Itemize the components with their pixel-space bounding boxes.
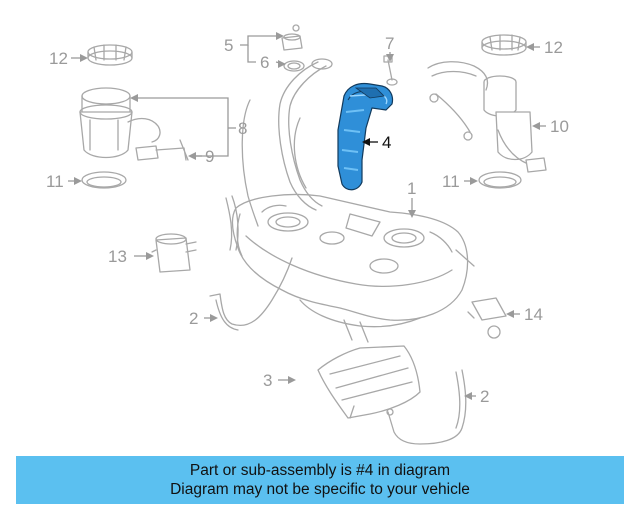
filler-tube <box>241 58 333 227</box>
label-11-left: 11 <box>46 172 64 191</box>
banner-line-2: Diagram may not be specific to your vehi… <box>170 481 470 498</box>
fuel-pump-module-left <box>79 87 189 161</box>
filler-cap <box>281 24 305 72</box>
part-labels: 12 11 8 9 5 6 7 4 12 10 11 1 13 2 14 3 2 <box>46 34 569 406</box>
fuel-tank <box>231 193 475 328</box>
fuel-lines <box>225 195 369 343</box>
label-2-right: 2 <box>480 387 489 406</box>
heat-shield <box>317 345 421 419</box>
leader-lines <box>68 32 546 400</box>
label-7: 7 <box>385 34 394 53</box>
label-12-left: 12 <box>49 49 68 68</box>
label-4: 4 <box>382 133 391 152</box>
seal-left <box>81 171 127 189</box>
label-12-right: 12 <box>544 38 563 57</box>
sensor <box>467 297 507 339</box>
label-9: 9 <box>205 147 214 166</box>
fuel-filter <box>151 233 197 273</box>
highlighted-part-4 <box>337 82 394 191</box>
label-11-right: 11 <box>442 172 460 191</box>
label-8: 8 <box>238 119 247 138</box>
label-14: 14 <box>524 305 543 324</box>
label-1: 1 <box>407 179 416 198</box>
info-banner: Part or sub-assembly is #4 in diagram Di… <box>16 456 624 504</box>
lock-ring-left <box>87 44 133 66</box>
lock-ring-right <box>481 34 527 56</box>
parts-diagram: 12 11 8 9 5 6 7 4 12 10 11 1 13 2 14 3 2 <box>46 24 569 445</box>
label-2-left: 2 <box>189 309 198 328</box>
tank-straps <box>209 257 467 445</box>
label-5: 5 <box>224 36 233 55</box>
label-13: 13 <box>108 247 127 266</box>
label-6: 6 <box>260 53 269 72</box>
fuel-pump-module-right <box>427 61 547 173</box>
label-3: 3 <box>263 371 272 390</box>
label-10: 10 <box>550 117 569 136</box>
seal-right <box>478 171 522 189</box>
banner-line-1: Part or sub-assembly is #4 in diagram <box>189 462 451 479</box>
